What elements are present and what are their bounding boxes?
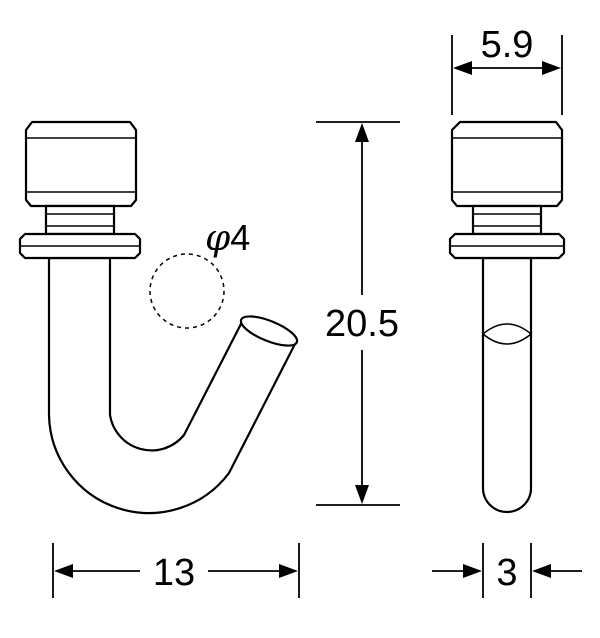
side-cap — [450, 120, 564, 208]
hook-width-label: 13 — [153, 552, 195, 594]
hook-tip-end — [239, 315, 299, 347]
dimension-top-width: 5.9 — [451, 24, 563, 115]
side-neck — [471, 204, 543, 236]
hook-diameter-label: φ4 — [205, 217, 250, 259]
shaft-width-label: 3 — [496, 552, 517, 594]
hook-body — [47, 256, 298, 515]
side-shaft — [481, 256, 533, 514]
height-label: 20.5 — [325, 303, 399, 345]
dimension-height: 20.5 — [316, 121, 400, 506]
hook-front-view: φ4 — [18, 120, 299, 515]
hook-side-view — [448, 120, 566, 514]
dimension-shaft-width: 3 — [432, 543, 582, 598]
top-width-label: 5.9 — [481, 24, 534, 66]
dimension-hook-width: 13 — [52, 543, 300, 598]
hook-opening-circle — [149, 253, 225, 329]
hook-neck — [44, 204, 116, 236]
hook-cap — [24, 120, 138, 208]
